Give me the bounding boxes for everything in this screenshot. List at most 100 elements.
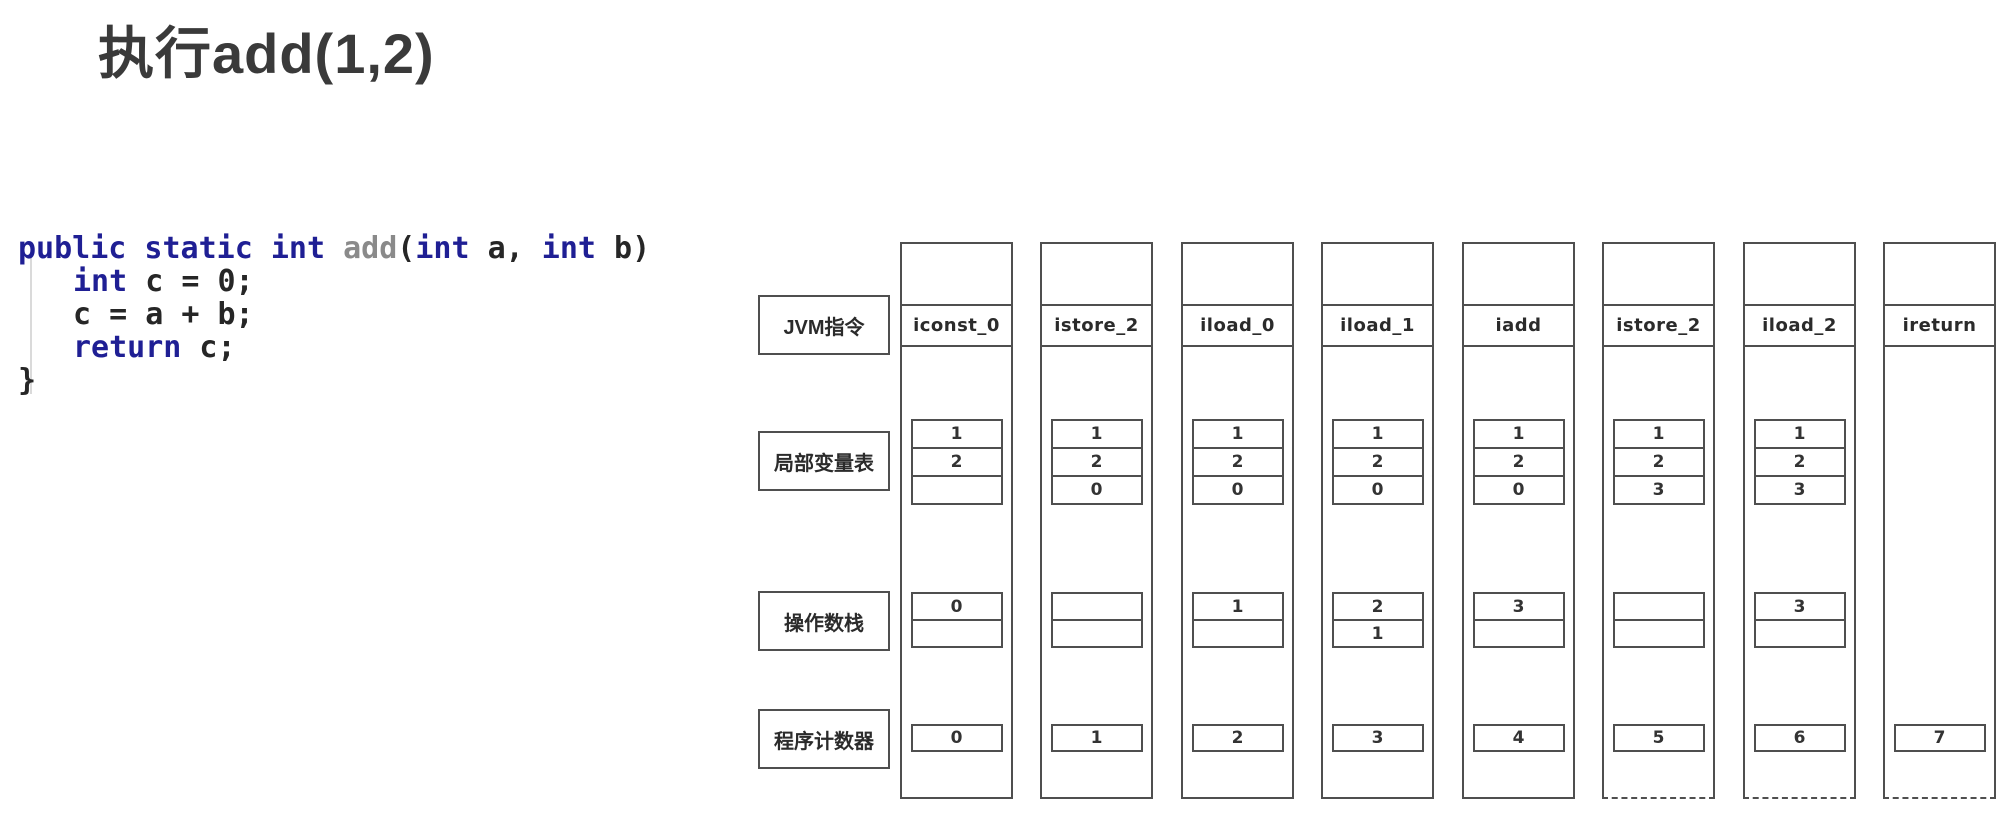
instruction-label: istore_2	[1054, 315, 1139, 336]
local-var-slot: 1	[1793, 424, 1806, 444]
code-token: int	[73, 264, 128, 299]
operand-stack-box	[1612, 592, 1705, 648]
program-counter-box: 4	[1472, 724, 1565, 752]
jvm-instruction-band: iload_1	[1323, 304, 1432, 347]
local-var-slot: 0	[1333, 475, 1422, 503]
code-token: (	[397, 231, 416, 266]
instruction-column-ireturn: ireturn 7	[1883, 242, 1996, 799]
local-var-slot: 2	[1755, 447, 1844, 475]
code-token: c = a + b;	[73, 297, 254, 332]
instruction-label: iload_0	[1200, 315, 1275, 336]
operand-stack-slot	[912, 619, 1001, 646]
pc-value: 7	[1933, 728, 1946, 748]
local-var-slot: 0	[1193, 475, 1282, 503]
jvm-instruction-band: iload_2	[1745, 304, 1854, 347]
operand-stack-slot	[1614, 619, 1703, 646]
local-var-slot: 2	[1474, 447, 1563, 475]
pc-value: 5	[1652, 728, 1665, 748]
row-label-local-variable-table: 局部变量表	[758, 431, 890, 491]
code-line: int c = 0;	[18, 265, 650, 298]
program-counter-box: 1	[1050, 724, 1143, 752]
local-var-slot: 1	[1090, 424, 1103, 444]
code-line: public static int add(int a, int b)	[18, 232, 650, 265]
operand-stack-slot	[1755, 619, 1844, 646]
operand-stack-box: 1	[1191, 592, 1284, 648]
row-label-jvm-instruction: JVM指令	[758, 295, 890, 355]
slide-title: 执行add(1,2)	[98, 22, 435, 85]
code-indent-guide	[30, 258, 32, 394]
code-line: return c;	[18, 331, 650, 364]
operand-stack-box: 3	[1753, 592, 1846, 648]
code-token: a,	[469, 231, 542, 266]
local-var-slot: 2	[912, 447, 1001, 475]
program-counter-box: 2	[1191, 724, 1284, 752]
instruction-label: ireturn	[1902, 315, 1977, 336]
row-label-program-counter: 程序计数器	[758, 709, 890, 769]
jvm-instruction-band: ireturn	[1885, 304, 1994, 347]
operand-stack-slot	[1052, 619, 1141, 646]
instruction-label: iload_1	[1340, 315, 1415, 336]
operand-stack-slot	[1053, 594, 1141, 619]
code-line: c = a + b;	[18, 298, 650, 331]
jvm-instruction-band: istore_2	[1042, 304, 1151, 347]
jvm-instruction-band: iconst_0	[902, 304, 1011, 347]
code-token: public static int	[18, 231, 344, 266]
operand-stack-slot	[1615, 594, 1703, 619]
operand-stack-slot: 0	[950, 596, 963, 617]
row-label-text: JVM指令	[783, 316, 865, 339]
program-counter-box: 7	[1893, 724, 1986, 752]
operand-stack-slot	[1193, 619, 1282, 646]
code-token: int	[541, 231, 596, 266]
row-label-operand-stack: 操作数栈	[758, 591, 890, 651]
row-label-text: 局部变量表	[774, 452, 874, 475]
operand-stack-slot: 2	[1371, 596, 1384, 617]
local-var-slot: 3	[1614, 475, 1703, 503]
program-counter-box: 3	[1331, 724, 1424, 752]
pc-value: 4	[1512, 728, 1525, 748]
operand-stack-box: 3	[1472, 592, 1565, 648]
program-counter-box: 0	[910, 724, 1003, 752]
local-var-slot: 3	[1755, 475, 1844, 503]
local-var-slot: 2	[1333, 447, 1422, 475]
local-var-slot: 0	[1474, 475, 1563, 503]
local-var-slot: 1	[1652, 424, 1665, 444]
pc-value: 3	[1371, 728, 1384, 748]
jvm-instruction-band: istore_2	[1604, 304, 1713, 347]
instruction-label: iconst_0	[913, 315, 1000, 336]
operand-stack-box	[1050, 592, 1143, 648]
local-var-slot: 1	[1512, 424, 1525, 444]
pc-value: 2	[1231, 728, 1244, 748]
code-line: }	[18, 364, 650, 397]
operand-stack-slot: 1	[1333, 619, 1422, 646]
code-snippet: public static int add(int a, int b)int c…	[18, 232, 650, 397]
operand-stack-slot	[1474, 619, 1563, 646]
operand-stack-slot: 1	[1231, 596, 1244, 617]
row-label-text: 程序计数器	[774, 730, 874, 753]
code-token: return	[73, 330, 182, 365]
row-label-text: 操作数栈	[784, 612, 864, 635]
code-token: }	[18, 363, 37, 398]
local-var-slot: 0	[1052, 475, 1141, 503]
program-counter-box: 5	[1612, 724, 1705, 752]
local-var-slot: 2	[1614, 447, 1703, 475]
code-token: c;	[181, 330, 236, 365]
jvm-instruction-band: iload_0	[1183, 304, 1292, 347]
operand-stack-slot: 3	[1793, 596, 1806, 617]
local-var-slot: 2	[1052, 447, 1141, 475]
jvm-instruction-band: iadd	[1464, 304, 1573, 347]
code-token: b)	[595, 231, 651, 266]
pc-value: 1	[1090, 728, 1103, 748]
